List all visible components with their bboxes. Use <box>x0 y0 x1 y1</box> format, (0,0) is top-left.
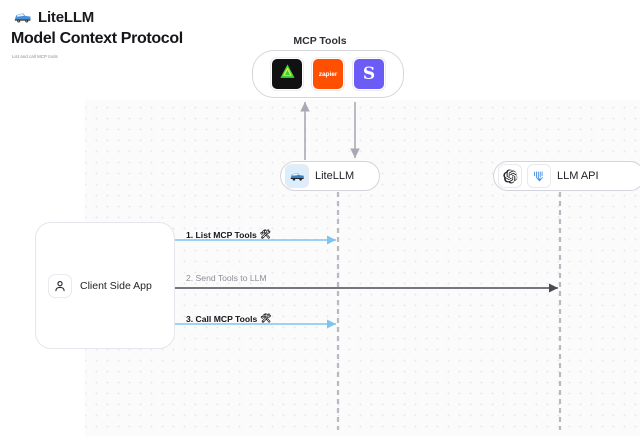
openai-logo-icon <box>499 165 521 187</box>
brand-name: LiteLLM <box>38 8 95 26</box>
node-litellm[interactable]: LiteLLM <box>280 161 380 191</box>
slack-s-icon: S <box>362 63 376 84</box>
page-title: Model Context Protocol <box>11 30 183 47</box>
tool-tile-supabase[interactable] <box>272 59 302 89</box>
tool-tile-zapier[interactable]: zapier <box>313 59 343 89</box>
litellm-truck-icon <box>286 165 308 187</box>
litellm-truck-icon <box>14 10 32 24</box>
edge-label-step-3: 3. Call MCP Tools 🛠 <box>186 314 271 324</box>
mcp-tools-group[interactable]: zapier S <box>252 50 404 98</box>
mcp-tools-title: MCP Tools <box>293 35 347 47</box>
node-client-side-app[interactable]: Client Side App <box>35 222 175 349</box>
supabase-triangle-icon <box>278 62 297 86</box>
node-llm-api[interactable]: LLM API <box>493 161 640 191</box>
user-person-icon <box>49 274 71 297</box>
page-subtitle: List and call MCP tools <box>12 54 58 59</box>
node-client-label: Client Side App <box>80 279 152 292</box>
hammer-and-wrench-icon: 🛠 <box>259 230 271 240</box>
zapier-wordmark-icon: zapier <box>318 70 338 78</box>
edge-label-step-1-text: 1. List MCP Tools <box>186 230 257 240</box>
tool-tile-slack[interactable]: S <box>354 59 384 89</box>
node-llm-api-label: LLM API <box>557 170 599 182</box>
anthropic-logo-icon <box>528 165 550 187</box>
hammer-and-wrench-icon: 🛠 <box>260 314 272 324</box>
edge-label-step-2-text: 2. Send Tools to LLM <box>186 273 267 283</box>
brand: LiteLLM <box>14 6 94 28</box>
node-litellm-label: LiteLLM <box>315 170 355 182</box>
edge-label-step-2: 2. Send Tools to LLM <box>186 273 267 283</box>
edge-label-step-1: 1. List MCP Tools 🛠 <box>186 230 271 240</box>
edge-label-step-3-text: 3. Call MCP Tools <box>186 314 258 324</box>
